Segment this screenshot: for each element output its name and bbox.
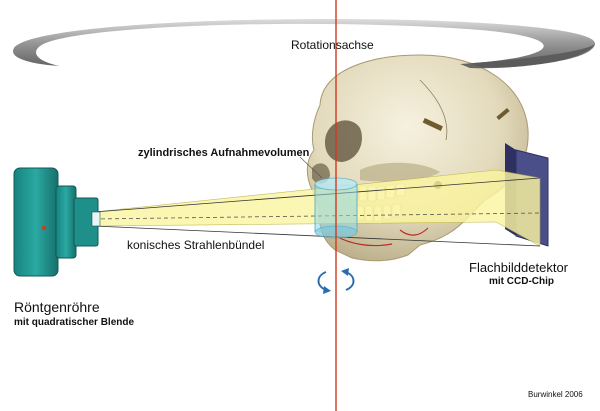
rotation-axis-label: Rotationsachse xyxy=(291,38,374,52)
credit-label: Burwinkel 2006 xyxy=(528,390,583,399)
volume-label: zylindrisches Aufnahmevolumen xyxy=(138,147,310,159)
volume-pointer xyxy=(299,156,323,179)
tube-sublabel: mit quadratischer Blende xyxy=(14,317,135,328)
detector-label: Flachbilddetektor xyxy=(469,260,568,275)
xray-tube-icon xyxy=(13,167,101,277)
rotation-ring-front xyxy=(460,44,595,69)
tube-label: Röntgenröhre xyxy=(14,299,100,315)
rotation-arrows-icon xyxy=(317,268,355,294)
cone-beam-label: konisches Strahlenbündel xyxy=(127,238,265,252)
detector-sublabel: mit CCD-Chip xyxy=(489,276,554,287)
